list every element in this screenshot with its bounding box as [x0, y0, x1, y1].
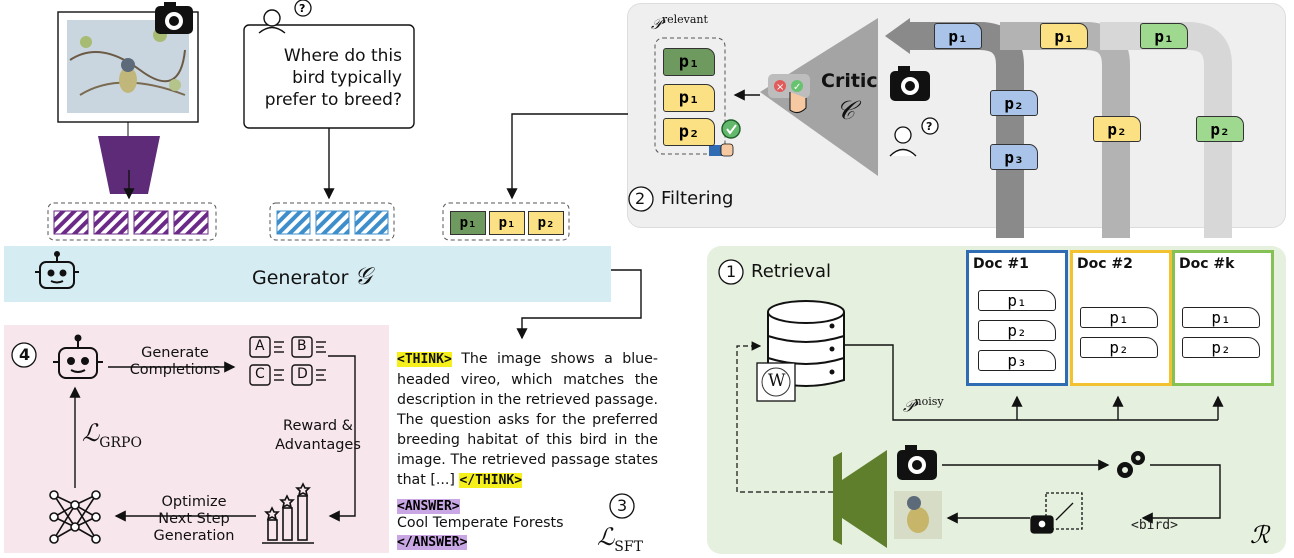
- doc-1-passage-2: p₂: [978, 320, 1056, 341]
- flow-p1-green: p₁: [1140, 23, 1188, 49]
- bird-tag: <bird>: [1131, 518, 1178, 533]
- critic-symbol: 𝒞: [836, 96, 855, 126]
- sft-loss: ℒSFT: [597, 523, 643, 555]
- approve-icon: [709, 119, 741, 157]
- generator-bar: [4, 246, 611, 302]
- question-text: Where do this bird typically prefer to b…: [264, 46, 402, 110]
- filtering-step-number: 2: [635, 189, 646, 208]
- think-open-tag: <THINK>: [397, 352, 452, 367]
- grpo-step-number: 4: [19, 345, 31, 364]
- crop-icon: [1030, 492, 1083, 534]
- doc-2-passage-2: p₂: [1080, 337, 1158, 358]
- check-cross-icon: × ✓: [768, 74, 810, 114]
- doc-k-passage-2: p₂: [1182, 337, 1260, 358]
- choice-c: C: [255, 366, 265, 382]
- critic-label: Critic: [821, 70, 878, 92]
- svg-text:?: ?: [926, 120, 932, 133]
- retriever-encoder: [842, 450, 887, 548]
- think-block: <THINK> The image shows a blue-headed vi…: [397, 349, 658, 491]
- answer-text: Cool Temperate Forests: [397, 515, 564, 531]
- retrieval-step-number: 1: [726, 262, 737, 281]
- grpo-loss: ℒGRPO: [82, 419, 142, 451]
- choices-icon: [249, 336, 326, 386]
- svg-text:×: ×: [776, 82, 784, 93]
- relevant-p1-green: p₁: [663, 48, 715, 76]
- generate-completions-label: Generate Completions: [129, 345, 221, 378]
- doc-1-title: Doc #1: [973, 256, 1029, 272]
- choice-a: A: [255, 338, 265, 354]
- relevant-p1-yellow: p₁: [663, 84, 715, 112]
- filtering-label: Filtering: [661, 188, 734, 209]
- critic-model: [760, 18, 878, 176]
- cropped-bird-image: [894, 491, 942, 539]
- token-p1-yellow: p₁: [489, 211, 525, 235]
- relevant-p2-yellow: p₂: [663, 118, 715, 146]
- grpo-robot-icon: [53, 334, 103, 379]
- p-noisy-label: 𝒫noisy: [903, 395, 944, 416]
- critic-user-icon: ?: [889, 117, 939, 157]
- doc-1-passage-3: p₃: [978, 350, 1056, 371]
- doc-2-title: Doc #2: [1077, 256, 1133, 272]
- optimize-label: Optimize Next Step Generation: [153, 494, 235, 544]
- p-relevant-label: 𝒫relevant: [651, 13, 708, 33]
- vision-encoder: [98, 136, 160, 194]
- flow-p2-blue: p₂: [990, 90, 1038, 116]
- generator-label: Generator 𝒢: [252, 262, 372, 290]
- token-p1-green: p₁: [450, 211, 486, 235]
- critic-camera-icon: [890, 66, 930, 101]
- wikipedia-letter: W: [768, 371, 786, 391]
- answer-close-tag: </ANSWER>: [397, 535, 468, 550]
- flow-p3-blue: p₃: [990, 144, 1038, 170]
- think-text: The image shows a blue-headed vireo, whi…: [397, 351, 659, 488]
- doc-1-passage-1: p₁: [978, 290, 1056, 311]
- robot-icon: [35, 251, 79, 289]
- svg-text:✓: ✓: [793, 82, 801, 93]
- svg-text:?: ?: [299, 2, 305, 15]
- reward-bars-icon: [262, 482, 314, 544]
- camera-icon: [155, 2, 193, 34]
- choice-b: B: [297, 338, 307, 354]
- user-question-icon: ?: [258, 0, 312, 34]
- doc-k-title: Doc #k: [1179, 256, 1235, 272]
- flow-p2-green: p₂: [1196, 116, 1244, 142]
- sft-step-number: 3: [617, 496, 628, 515]
- wikipedia-icon: [756, 362, 796, 402]
- answer-open-tag: <ANSWER>: [397, 499, 460, 514]
- generator-symbol: 𝒢: [354, 262, 372, 290]
- retrieval-label: Retrieval: [751, 261, 831, 282]
- token-p2-yellow: p₂: [528, 211, 564, 235]
- choice-d: D: [297, 366, 308, 382]
- retrieval-camera-icon: [897, 445, 937, 480]
- reward-advantages-label: Reward & Advantages: [275, 418, 361, 453]
- neural-network-icon: [49, 490, 101, 544]
- flow-p1-blue: p₁: [934, 23, 982, 49]
- doc-2-passage-1: p₁: [1080, 307, 1158, 328]
- flow-p2-yellow: p₂: [1093, 116, 1141, 142]
- think-close-tag: </THINK>: [459, 473, 523, 488]
- doc-k-passage-1: p₁: [1182, 307, 1260, 328]
- retriever-symbol: ℛ: [1250, 521, 1270, 549]
- flow-p1-yellow: p₁: [1040, 23, 1088, 49]
- gears-icon: [1117, 451, 1145, 478]
